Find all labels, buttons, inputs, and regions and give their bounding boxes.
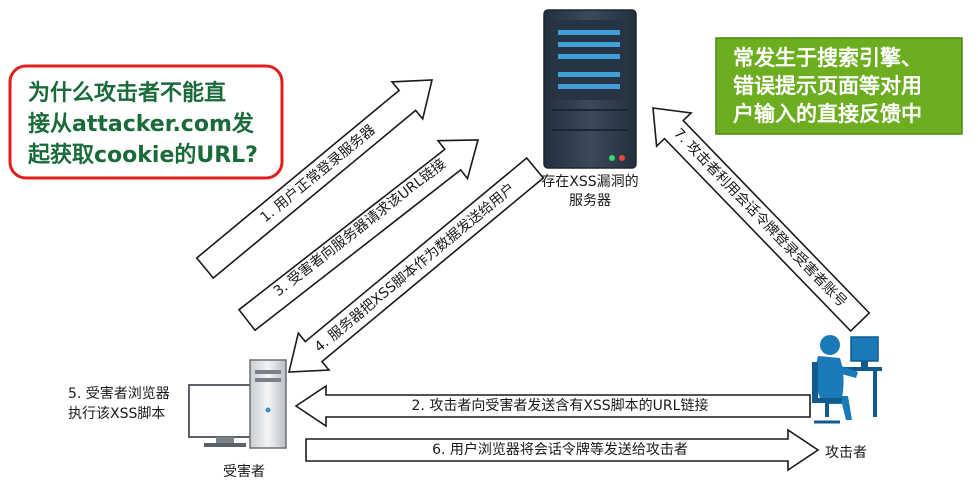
victim-label: 受害者 — [223, 464, 265, 480]
attacker-icon — [812, 335, 882, 424]
question-line-2: 接从attacker.com发 — [28, 111, 255, 137]
flow-arrows — [195, 79, 871, 472]
step2-arrow — [294, 384, 811, 428]
server-icon — [543, 9, 637, 169]
step3-arrow — [237, 139, 480, 332]
step6-arrow — [305, 428, 820, 472]
step1-arrow — [195, 79, 434, 280]
step7-label: 7. 攻击者利用会话令牌登录受害者账号 — [670, 125, 850, 311]
note-line-1: 常发生于搜索引擎、 — [733, 46, 922, 70]
step7-arrow — [652, 107, 871, 333]
step6-label: 6. 用户浏览器将会话令牌等发送给攻击者 — [432, 441, 688, 458]
server-label-line-1: 存在XSS漏洞的 — [541, 174, 638, 190]
attacker-label: 攻击者 — [825, 445, 867, 461]
victim-browser-line-1: 5. 受害者浏览器 — [68, 386, 170, 402]
note-callout: 常发生于搜索引擎、 错误提示页面等对用 户输入的直接反馈中 — [715, 37, 963, 135]
note-line-2: 错误提示页面等对用 — [733, 74, 922, 98]
question-line-3: 起获取cookie的URL? — [27, 142, 258, 168]
step4-arrow — [287, 156, 545, 373]
note-line-3: 户输入的直接反馈中 — [733, 102, 922, 126]
question-callout: 为什么攻击者不能直 接从attacker.com发 起获取cookie的URL? — [8, 64, 284, 180]
victim-computer-icon — [188, 359, 287, 449]
question-line-1: 为什么攻击者不能直 — [28, 80, 226, 106]
step2-label: 2. 攻击者向受害者发送含有XSS脚本的URL链接 — [412, 397, 709, 414]
server-label-line-2: 服务器 — [569, 193, 611, 209]
victim-browser-line-2: 执行该XSS脚本 — [68, 406, 165, 422]
